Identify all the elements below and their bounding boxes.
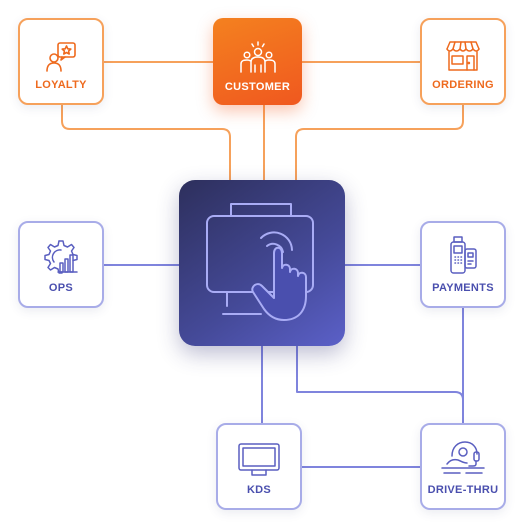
loyalty-card[interactable]: LOYALTY [18, 18, 104, 105]
loyalty-label: LOYALTY [35, 79, 87, 91]
loyalty-star-person-icon [46, 42, 76, 72]
monitor-display-icon [238, 443, 280, 476]
connector-center-drivethru [296, 345, 464, 424]
kds-card[interactable]: KDS [216, 423, 302, 510]
touchscreen-pos-icon [206, 203, 314, 321]
drive-thru-label: DRIVE-THRU [427, 484, 499, 496]
ops-card[interactable]: OPS [18, 221, 104, 308]
ordering-card[interactable]: ORDERING [420, 18, 506, 105]
ops-label: OPS [48, 282, 74, 294]
connector-loyalty-center [61, 104, 231, 181]
storefront-icon [446, 41, 480, 71]
connector-ordering-center [295, 104, 464, 181]
payments-label: PAYMENTS [432, 282, 494, 294]
kds-label: KDS [246, 484, 272, 496]
drive-thru-card[interactable]: DRIVE-THRU [420, 423, 506, 510]
payments-card[interactable]: PAYMENTS [420, 221, 506, 308]
payment-terminal-icon [450, 236, 477, 274]
headset-driver-icon [441, 441, 485, 474]
customer-group-icon [239, 41, 276, 73]
customer-label: CUSTOMER [224, 81, 291, 93]
gear-chart-icon [44, 240, 78, 274]
center-pos-hub[interactable] [179, 180, 345, 346]
customer-card[interactable]: CUSTOMER [213, 18, 302, 105]
ordering-label: ORDERING [432, 79, 494, 91]
